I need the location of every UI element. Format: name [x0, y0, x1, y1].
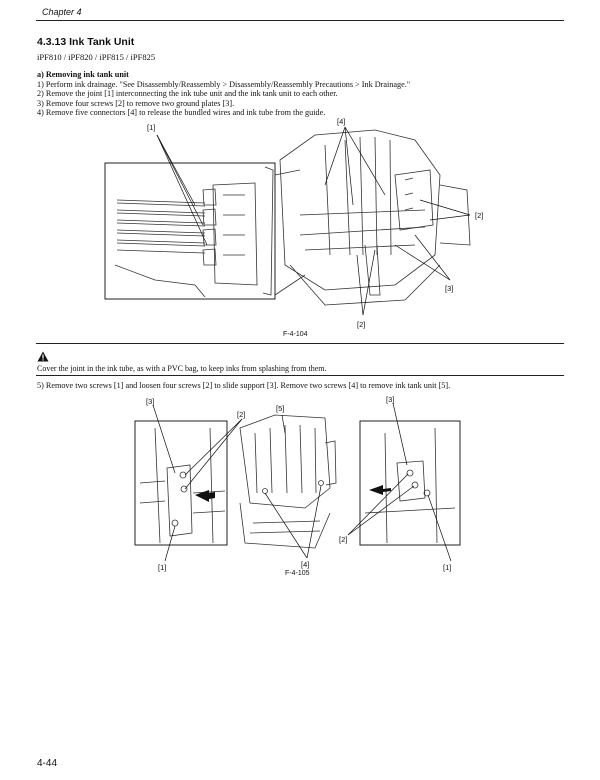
header-rule	[36, 20, 564, 21]
caution-text: Cover the joint in the ink tube, as with…	[37, 364, 327, 373]
fig2-callout-1-right: [1]	[443, 563, 451, 572]
fig2-callout-3-left: [3]	[146, 397, 154, 406]
figure-ink-tank-connectors: [1] [4] [2] [3] [2]	[104, 117, 483, 329]
step-2: 2) Remove the joint [1] interconnecting …	[37, 89, 338, 99]
caution-rule-bottom	[36, 375, 564, 376]
page-number: 4-44	[37, 758, 58, 769]
chapter-header: Chapter 4	[42, 7, 82, 17]
fig2-callout-4: [4]	[301, 560, 309, 569]
model-list: iPF810 / iPF820 / iPF815 / iPF825	[37, 52, 156, 62]
procedure-steps: a) Removing ink tank unit 1) Perform ink…	[37, 70, 410, 118]
fig1-callout-4: [4]	[337, 117, 345, 126]
fig2-callout-2-right: [2]	[339, 535, 347, 544]
step-3: 3) Remove four screws [2] to remove two …	[37, 98, 235, 108]
fig2-callout-3-right: [3]	[386, 395, 394, 404]
step-1: 1) Perform ink drainage. "See Disassembl…	[37, 79, 411, 89]
fig2-callout-1-left: [1]	[158, 563, 166, 572]
fig2-callout-5: [5]	[276, 404, 284, 413]
step-4: 4) Remove five connectors [4] to release…	[37, 108, 326, 118]
fig2-callout-2-center: [2]	[237, 410, 245, 419]
figure2-caption: F-4-105	[285, 570, 310, 577]
fig1-callout-2-bottom: [2]	[357, 320, 365, 329]
procedure-subtitle: a) Removing ink tank unit	[37, 70, 129, 79]
slide-right-arrow-icon	[195, 490, 215, 502]
section-title: 4.3.13 Ink Tank Unit	[37, 36, 135, 48]
caution-rule-top	[36, 343, 564, 344]
step-5: 5) Remove two screws [1] and loosen four…	[37, 381, 451, 390]
fig1-callout-1: [1]	[147, 123, 155, 132]
fig1-callout-2-top: [2]	[475, 211, 483, 220]
figure-ink-tank-removal: [3] [1] [2] [5] [4] [3] [2] [1]	[134, 395, 461, 572]
slide-left-arrow-icon	[369, 485, 391, 495]
figure1-caption: F-4-104	[283, 331, 308, 338]
warning-triangle-icon	[37, 351, 49, 362]
fig1-callout-3: [3]	[445, 284, 453, 293]
